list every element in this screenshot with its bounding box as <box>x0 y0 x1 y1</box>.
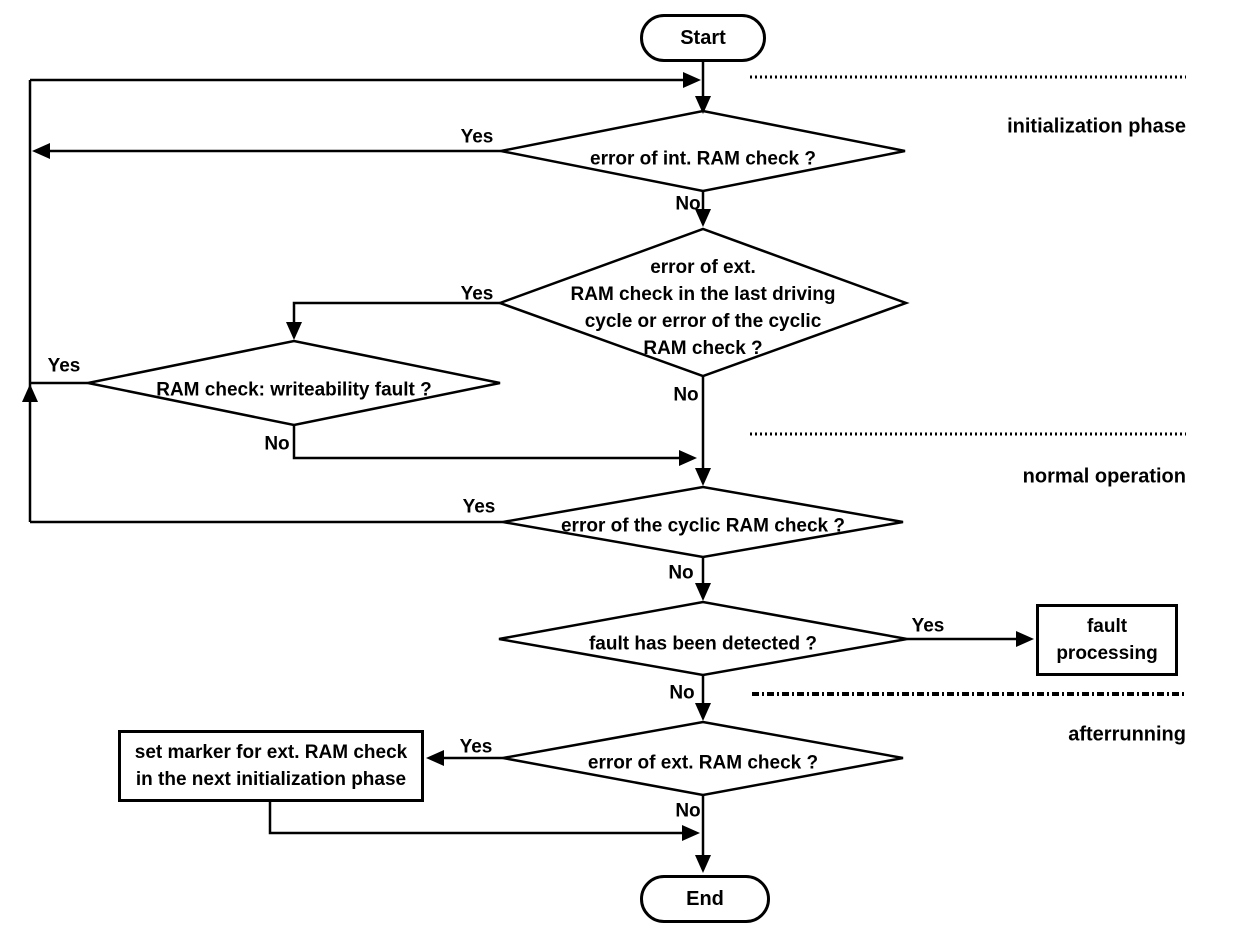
decision-fault-detected-label: fault has been detected ? <box>588 633 818 655</box>
arrow-feedback-up <box>22 384 38 402</box>
start-node: Start <box>640 14 766 62</box>
arrow-into-d3 <box>286 322 302 340</box>
decision-writeability-label: RAM check: writeability fault ? <box>156 379 432 401</box>
arrow-into-d2 <box>695 209 711 227</box>
set-marker-line2: in the next initialization phase <box>135 769 407 790</box>
decision-ext-ram-diamond <box>502 720 904 797</box>
fault-processing-box: fault processing <box>1036 604 1178 676</box>
d3-no-label: No <box>264 433 290 455</box>
start-label: Start <box>680 26 726 49</box>
set-marker-box: set marker for ext. RAM check in the nex… <box>118 730 424 802</box>
d1-no-label: No <box>675 193 701 215</box>
decision-cyclic-ram-label: error of the cyclic RAM check ? <box>560 515 846 537</box>
d4-no-label: No <box>668 562 694 584</box>
marker-out-line <box>268 802 683 835</box>
d3-yes-label: Yes <box>47 355 81 377</box>
d2-line1: error of ext. <box>650 257 756 278</box>
arrow-d3-no-join <box>679 450 697 466</box>
decision-int-ram-label: error of int. RAM check ? <box>590 148 816 170</box>
end-node: End <box>640 875 770 923</box>
d2-line3: cycle or error of the cyclic <box>584 311 822 332</box>
d5-no-label: No <box>669 682 695 704</box>
phase-label-afterrunning: afterrunning <box>1068 723 1186 746</box>
arrow-into-main-top <box>683 72 701 88</box>
arrow-into-end <box>695 855 711 873</box>
arrow-into-d6 <box>695 703 711 721</box>
d2-no-label: No <box>673 384 699 406</box>
d4-yes-label: Yes <box>462 496 496 518</box>
fault-processing-line2: processing <box>1056 643 1158 664</box>
decision-cyclic-ram-diamond <box>502 485 904 559</box>
decision-int-ram-diamond <box>500 109 906 193</box>
d3-no-line <box>292 425 680 460</box>
phase-label-normal-operation: normal operation <box>1022 465 1186 488</box>
fault-processing-line1: fault <box>1086 616 1128 637</box>
d6-no-label: No <box>675 800 701 822</box>
decision-fault-detected-diamond <box>498 600 908 677</box>
arrow-into-fault-box <box>1016 631 1034 647</box>
d2-yes-line <box>292 301 500 323</box>
d5-yes-label: Yes <box>911 615 945 637</box>
arrow-into-d4 <box>695 468 711 486</box>
d2-line2: RAM check in the last driving <box>570 284 836 305</box>
d2-yes-label: Yes <box>460 283 494 305</box>
arrow-marker-join <box>682 825 700 841</box>
arrow-into-d5 <box>695 583 711 601</box>
d6-yes-label: Yes <box>459 736 493 758</box>
arrow-d1-yes <box>32 143 50 159</box>
phase-label-initialization: initialization phase <box>1007 115 1186 138</box>
set-marker-line1: set marker for ext. RAM check <box>134 742 408 763</box>
arrow-into-marker-box <box>426 750 444 766</box>
d2-line4: RAM check ? <box>643 338 763 359</box>
end-label: End <box>686 887 724 910</box>
decision-ext-ram-driving-diamond <box>496 227 910 378</box>
d1-yes-label: Yes <box>460 126 494 148</box>
decision-ext-ram-label: error of ext. RAM check ? <box>587 752 819 774</box>
decision-ext-ram-driving-label: error of ext. RAM check in the last driv… <box>571 254 836 362</box>
decision-writeability-diamond <box>87 339 501 427</box>
arrow-into-d1 <box>695 96 711 114</box>
